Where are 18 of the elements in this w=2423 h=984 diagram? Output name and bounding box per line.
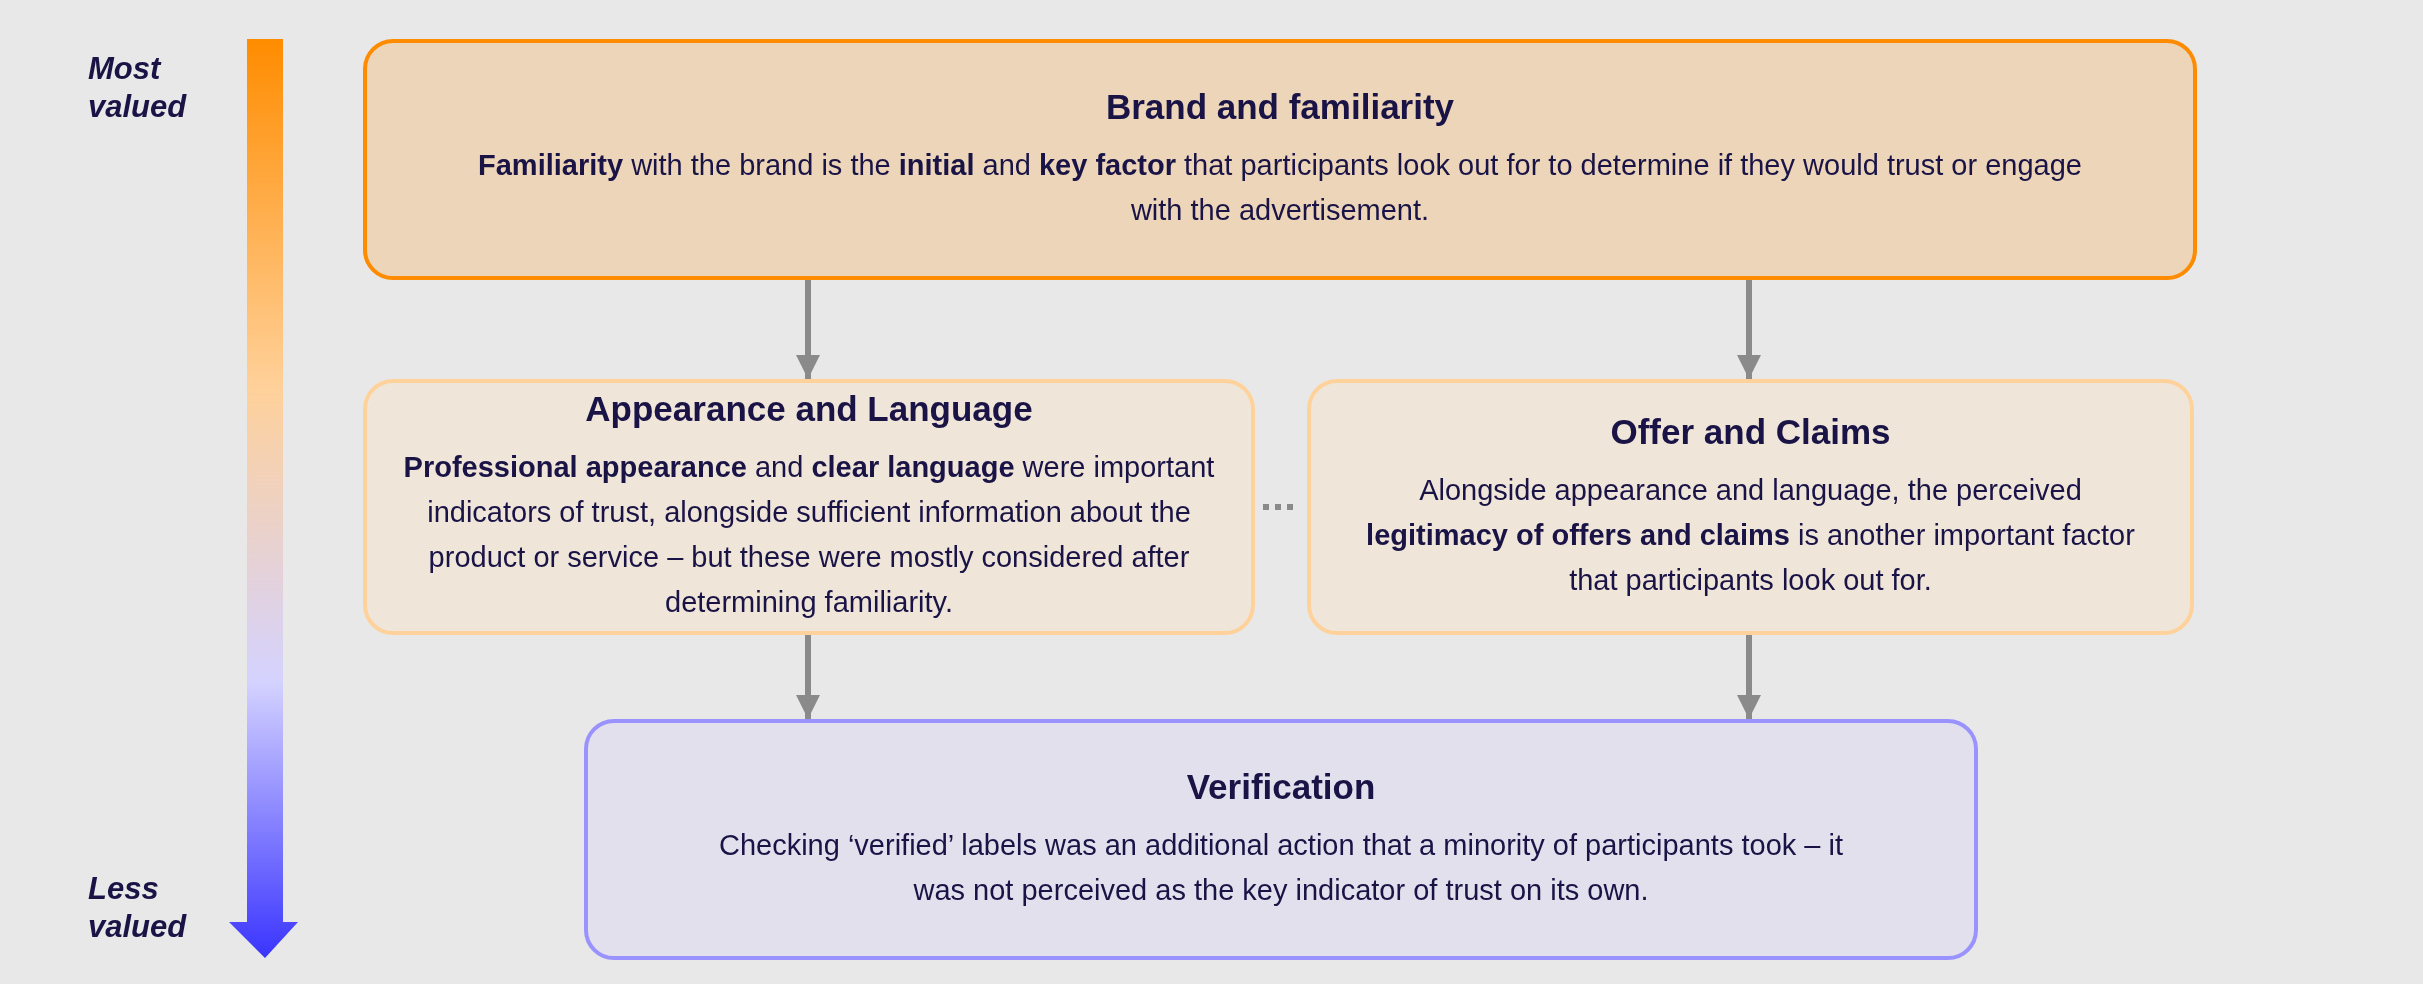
arrow [796,280,820,379]
box-title: Verification [1186,766,1376,807]
process-box [363,379,1255,635]
box-title: Offer and Claims [1610,411,1891,452]
process-box [584,719,1978,960]
box-title: Brand and familiarity [1105,86,1455,127]
scale-label: Most valued [88,50,188,126]
box-description: Familiarity with the brand is the initial and key factor that participants look out for to determine if they would trust or engage with the advertisement. [477,147,2083,228]
scale-label: Less valued [88,870,188,946]
process-box [1307,379,2194,635]
box-description: Alongside appearance and language, the perceived legitimacy of offers and claims is another important factor that participants look out for. [1365,472,2136,598]
arrow [1737,635,1761,719]
arrow [796,635,820,719]
box-description: Professional appearance and clear language were important indicators of trust, alongside sufficient information about the product or service – but these were mostly considered after determining familiarity. [402,450,1216,620]
arrow [1737,280,1761,379]
process-box [363,39,2197,280]
box-description: Checking ‘verified’ labels was an additional action that a minority of participants took – it was not perceived as the key indicator of trust on its own. [717,827,1845,908]
box-title: Appearance and Language [585,389,1033,429]
